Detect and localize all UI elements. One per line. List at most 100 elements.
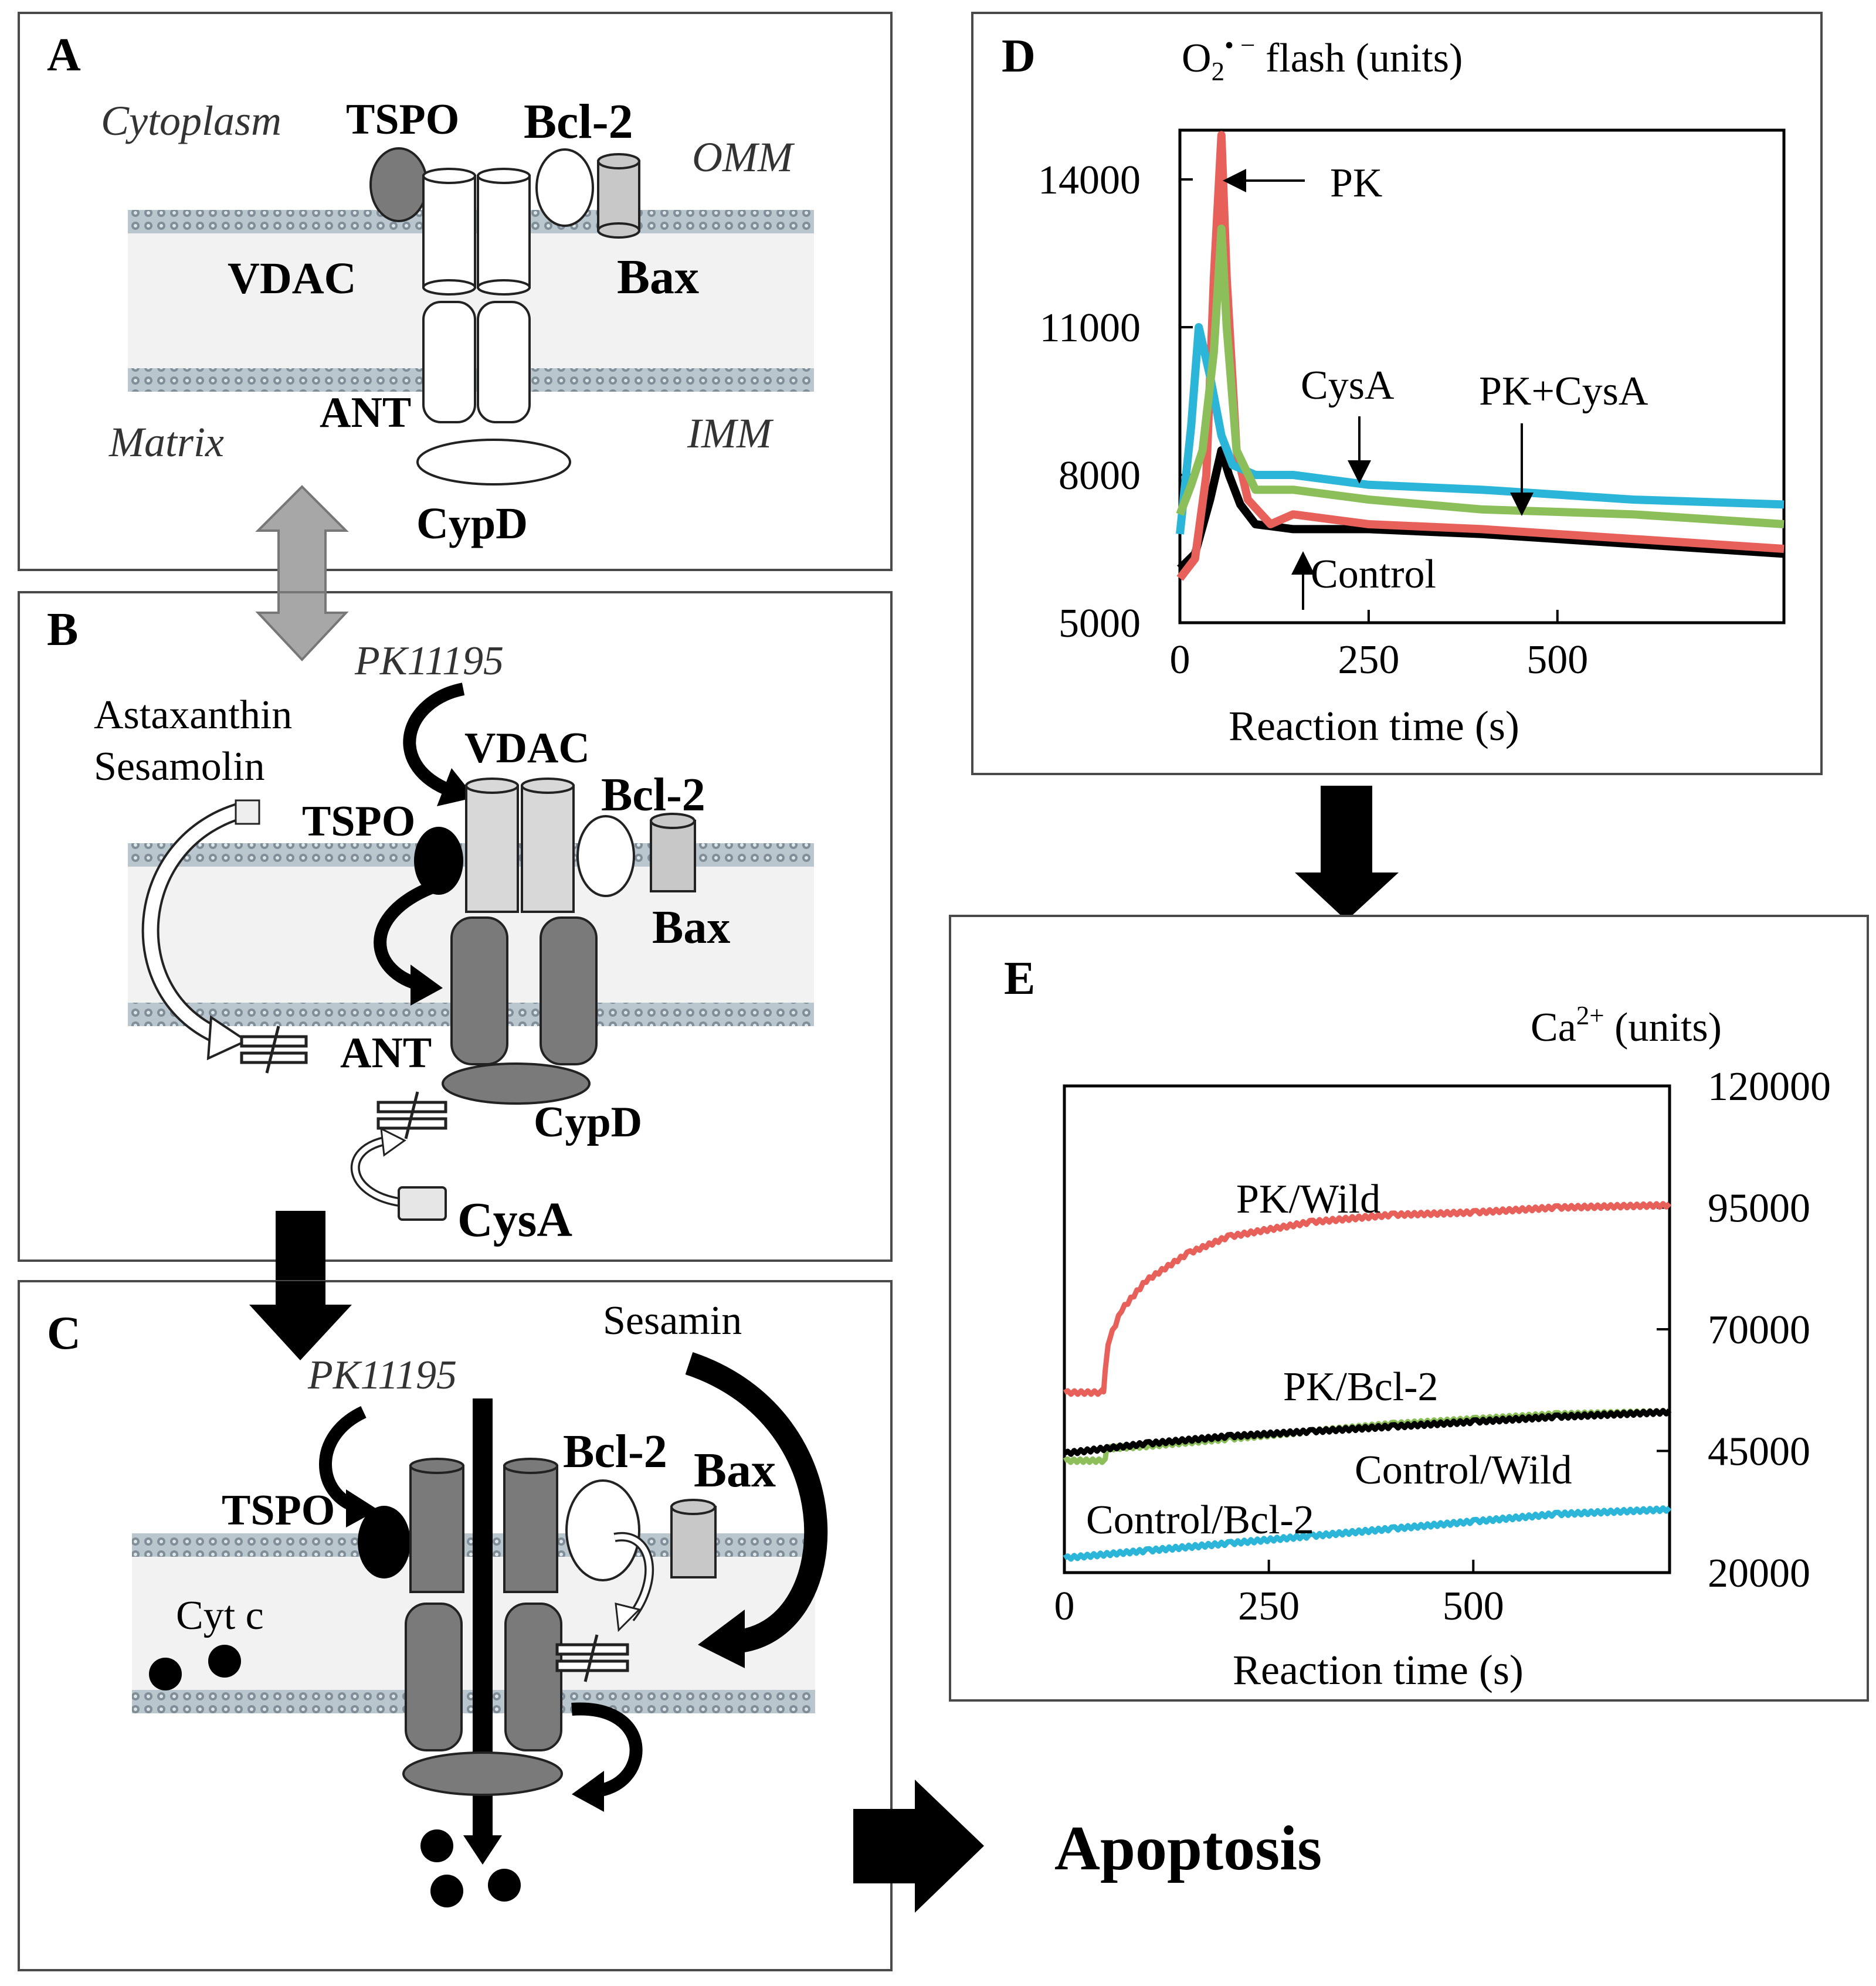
- bcl2-protein-a: [535, 148, 594, 227]
- panel-c-label: C: [47, 1308, 81, 1359]
- bcl2-inhibit-arrowhead: [615, 1603, 641, 1632]
- panel-b: B PK11195 Astaxanthin Sesamolin VDAC Bcl…: [18, 591, 893, 1262]
- tspo-protein-b: [414, 827, 463, 895]
- y-tick-label: 120000: [1708, 1064, 1831, 1109]
- bax-label-c: Bax: [694, 1443, 776, 1498]
- bax-protein-c: [670, 1499, 717, 1578]
- bcl2-protein-b: [576, 815, 635, 897]
- tspo-protein-c: [358, 1506, 411, 1578]
- ant-label-b: ANT: [340, 1029, 432, 1077]
- annot-pk: PK: [1330, 161, 1382, 206]
- panel-c: C Sesamin PK11195 Bcl-2 Bax TSPO Cyt c: [18, 1280, 893, 1971]
- sesamin-arrowhead: [698, 1610, 745, 1668]
- annot-controlbcl2: Control/Bcl-2: [1086, 1498, 1314, 1543]
- vdac-protein-a: [422, 168, 531, 296]
- series-line-control: [1177, 446, 1785, 572]
- cytc-dot: [208, 1645, 241, 1678]
- bcl2-label-c: Bcl-2: [563, 1426, 667, 1478]
- pk11195-arrowhead-c: [346, 1489, 378, 1527]
- vdac-label-b: VDAC: [464, 724, 590, 772]
- pk11195-label-c: PK11195: [307, 1353, 457, 1398]
- down-arrow-de: [1295, 786, 1399, 921]
- omm-label: OMM: [692, 134, 795, 181]
- annot-control: Control: [1311, 552, 1436, 597]
- series-line-pk-wild: [1063, 1201, 1672, 1397]
- not-equal-sign-c: [555, 1634, 629, 1682]
- astaxanthin-arrowhead: [206, 1015, 249, 1061]
- cytc-dot: [149, 1658, 182, 1690]
- cypd-protein-b: [442, 1062, 591, 1105]
- cytc-label: Cyt c: [176, 1593, 264, 1638]
- tspo-label-b: TSPO: [302, 797, 415, 846]
- cypd-label-a: CypD: [416, 499, 528, 548]
- ant-side-arrowhead: [572, 1771, 604, 1812]
- bax-protein-a: [597, 153, 640, 239]
- double-arrow-ab-lower: [255, 591, 349, 661]
- bax-label-a: Bax: [617, 250, 699, 304]
- panel-e-label: E: [1004, 953, 1035, 1004]
- y-tick-label: 45000: [1708, 1430, 1810, 1475]
- pk11195-arrow-b: [403, 683, 465, 795]
- not-equal-sign-b1: [240, 1026, 308, 1074]
- tspo-to-ant-arrowhead: [411, 965, 443, 1006]
- y-tick-label: 14000: [1038, 158, 1141, 203]
- sesamin-label: Sesamin: [603, 1298, 742, 1343]
- ant-protein-a: [422, 301, 531, 423]
- apoptosis-label: Apoptosis: [1054, 1814, 1322, 1883]
- chart-e-ytitle: Ca2+ (units): [1531, 1001, 1722, 1050]
- cypd-protein-c: [402, 1751, 563, 1796]
- bax-protein-b: [650, 813, 696, 892]
- pk11195-arrow-c: [319, 1406, 367, 1513]
- sesamin-arrow: [685, 1352, 828, 1654]
- vdac-label-a: VDAC: [228, 254, 357, 303]
- ant-protein-c: [405, 1603, 562, 1751]
- series-line-control-wild: [1063, 1408, 1672, 1457]
- astaxanthin-label: Astaxanthin: [94, 692, 292, 738]
- tspo-protein-a: [369, 147, 428, 222]
- cysa-arrowhead: [380, 1127, 406, 1157]
- cytc-dot: [420, 1829, 453, 1862]
- cysa-arrow-inner: [352, 1138, 399, 1205]
- x-tick-label: 500: [1526, 637, 1588, 683]
- cytoplasm-label: Cytoplasm: [101, 97, 281, 144]
- bax-label-b: Bax: [652, 902, 730, 953]
- panel-e: E Ca2+ (units) 2000045000700009500012000…: [949, 915, 1869, 1702]
- tspo-label-c: TSPO: [222, 1486, 335, 1535]
- astaxanthin-tip: [235, 799, 260, 825]
- cytc-dot: [430, 1875, 463, 1907]
- cypd-label-b: CypD: [534, 1098, 642, 1146]
- chart-d-xlabel: Reaction time (s): [1229, 702, 1519, 749]
- not-equal-sign-b2: [376, 1091, 447, 1139]
- series-line-pk-cysa: [1176, 225, 1785, 528]
- chart-d-plot-area: [1178, 128, 1786, 624]
- pk11195-label-b: PK11195: [354, 639, 504, 684]
- vdac-protein-c: [409, 1458, 558, 1593]
- bcl2-protein-c: [565, 1479, 640, 1581]
- annot-controlwild: Control/Wild: [1355, 1448, 1572, 1493]
- matrix-label: Matrix: [108, 419, 224, 466]
- bcl2-inhibit-arrow-inner: [614, 1534, 652, 1620]
- x-tick-label: 0: [1170, 637, 1190, 683]
- annot-pkbcl2: PK/Bcl-2: [1283, 1364, 1438, 1410]
- ant-protein-b: [450, 916, 598, 1065]
- annot-cysa: CysA: [1301, 363, 1395, 408]
- series-line-control-bcl-2: [1063, 1505, 1672, 1562]
- ant-label-a: ANT: [320, 389, 411, 437]
- y-tick-label: 20000: [1708, 1551, 1810, 1596]
- apoptosis-arrow: [853, 1780, 984, 1913]
- annot-pkcysa: PK+CysA: [1479, 369, 1648, 414]
- panel-d-label: D: [1002, 30, 1036, 82]
- y-tick-label: 11000: [1040, 305, 1141, 351]
- cysa-label-b: CysA: [457, 1193, 572, 1247]
- panel-d: D O2• − flash (units) 500080001100014000…: [971, 12, 1823, 775]
- panel-a-label: A: [47, 29, 81, 81]
- chart-e-xlabel: Reaction time (s): [1233, 1646, 1524, 1693]
- y-tick-label: 5000: [1059, 601, 1141, 646]
- chart-d-ytitle: O2• − flash (units): [1182, 30, 1463, 86]
- bcl2-label-a: Bcl-2: [524, 94, 633, 149]
- imm-label: IMM: [687, 410, 774, 457]
- x-tick-label: 0: [1054, 1584, 1075, 1629]
- astaxanthin-arrow-inner: [144, 803, 248, 1044]
- panel-b-label: B: [47, 604, 78, 656]
